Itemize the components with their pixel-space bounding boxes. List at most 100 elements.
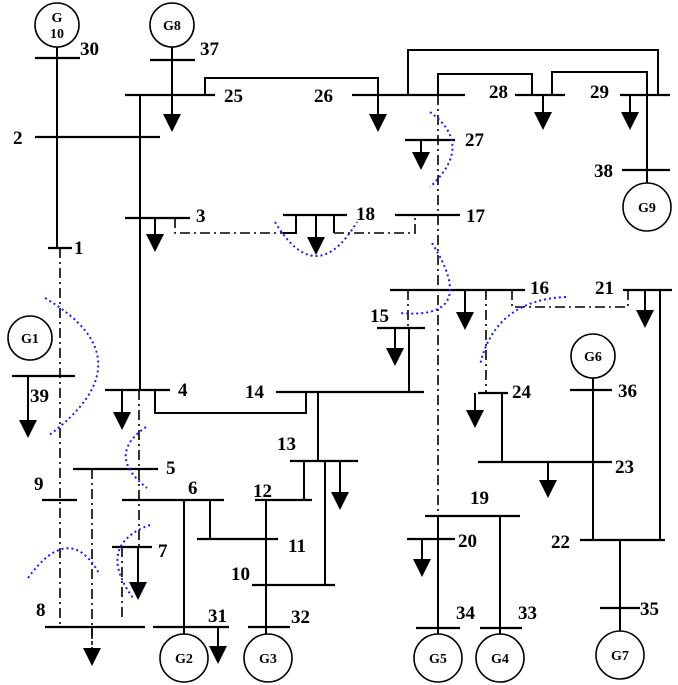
generator-label: G6 [584, 350, 602, 365]
load-arrow-icon [307, 237, 325, 255]
generator-G10[interactable]: G10 [34, 2, 80, 48]
generator-label: G8 [163, 19, 181, 34]
load-arrow-icon [456, 312, 474, 330]
partition-arc-24 [479, 296, 567, 366]
partition-arc-18 [274, 221, 358, 257]
line-25-26 [204, 77, 379, 95]
bus-label: 19 [470, 488, 489, 509]
load-arrow-icon [19, 420, 37, 438]
generator-G2[interactable]: G2 [159, 633, 209, 683]
bus-label: 23 [615, 457, 634, 478]
generator-label: G [52, 11, 63, 26]
generator-label: G1 [21, 332, 39, 347]
bus-label: 13 [277, 434, 296, 455]
generator-G6[interactable]: G6 [570, 333, 616, 379]
load-arrow-icon [636, 310, 654, 328]
line-16-21 [511, 290, 629, 308]
bus-label: 4 [178, 380, 188, 401]
generator-G1[interactable]: G1 [7, 315, 53, 361]
bus-label: 5 [166, 458, 176, 479]
bus-label: 20 [458, 531, 477, 552]
load-arrow-icon [209, 646, 227, 664]
partition-boundaries [27, 111, 567, 599]
bus-label: 8 [36, 600, 46, 621]
bus-label: 39 [30, 386, 49, 407]
partition-arc-7 [116, 524, 151, 599]
bus-label: 31 [208, 606, 227, 627]
load-arrow-icon [621, 112, 639, 130]
line-3-18 [174, 218, 283, 234]
generator-G9[interactable]: G9 [622, 182, 672, 232]
bus-label: 37 [200, 39, 220, 60]
generator-label: G7 [611, 649, 629, 664]
bus-label: 38 [594, 161, 613, 182]
load-arrow-icon [129, 582, 147, 600]
bus-label: 7 [158, 541, 168, 562]
load-arrow-icon [539, 480, 557, 498]
bus-label: 29 [590, 82, 609, 103]
bus-label: 17 [466, 206, 486, 227]
bus-label: 24 [512, 382, 532, 403]
loads [19, 95, 654, 666]
disconnected-lines [59, 95, 629, 645]
partition-arc-4-5 [124, 426, 148, 489]
bus-label: 36 [618, 381, 637, 402]
generator-G5[interactable]: G5 [413, 633, 463, 683]
line-4-14 [154, 390, 307, 414]
load-arrow-icon [413, 559, 431, 577]
generator-G4[interactable]: G4 [475, 633, 525, 683]
bus-label: 30 [80, 39, 99, 60]
generator-label: G5 [429, 652, 447, 667]
generator-G3[interactable]: G3 [243, 633, 293, 683]
load-arrow-icon [534, 112, 552, 130]
bus-label: 15 [370, 306, 389, 327]
bus-label: 10 [231, 564, 250, 585]
load-arrow-icon [331, 492, 349, 510]
bus-label: 2 [13, 128, 23, 149]
bus-label: 21 [595, 278, 614, 299]
line-18-stub [283, 215, 297, 234]
bus-labels: 30 37 2 25 26 28 29 27 38 3 18 17 1 16 2… [13, 39, 659, 628]
load-arrow-icon [163, 114, 181, 132]
bus-label: 16 [530, 278, 549, 299]
load-arrow-icon [466, 410, 484, 428]
transmission-lines [56, 47, 661, 635]
bus-label: 22 [551, 532, 570, 553]
load-arrow-icon [369, 114, 387, 132]
generator-label: 10 [50, 27, 64, 42]
bus-label: 35 [640, 599, 659, 620]
load-arrow-icon [412, 152, 430, 170]
busbars [12, 56, 672, 630]
bus-label: 9 [34, 474, 44, 495]
load-arrow-icon [113, 412, 131, 430]
bus-label: 25 [224, 86, 243, 107]
generator-label: G3 [259, 652, 277, 667]
bus-label: 1 [74, 238, 84, 259]
generator-label: G9 [638, 201, 656, 216]
bus-label: 12 [253, 481, 272, 502]
line-28-29 [551, 71, 648, 95]
partition-arc-27 [429, 111, 454, 188]
load-arrow-icon [146, 234, 164, 252]
bus-label: 18 [356, 204, 375, 225]
line-26-29 [407, 49, 659, 95]
bus-label: 28 [489, 82, 508, 103]
bus-label: 6 [188, 478, 198, 499]
generator-G7[interactable]: G7 [595, 630, 645, 680]
bus-label: 33 [518, 603, 537, 624]
partition-arc-1-39 [44, 297, 100, 437]
partition-arc-8-9 [27, 547, 101, 579]
bus-label: 3 [196, 206, 206, 227]
bus-label: 34 [456, 603, 476, 624]
generator-G8[interactable]: G8 [149, 2, 195, 48]
bus-label: 32 [291, 607, 310, 628]
generator-label: G4 [491, 652, 509, 667]
partition-arc-16-15 [399, 242, 451, 315]
bus-label: 27 [465, 130, 485, 151]
bus-label: 14 [245, 382, 265, 403]
bus-label: 26 [314, 86, 333, 107]
generator-label: G2 [175, 652, 193, 667]
line-18-17 [334, 215, 416, 234]
